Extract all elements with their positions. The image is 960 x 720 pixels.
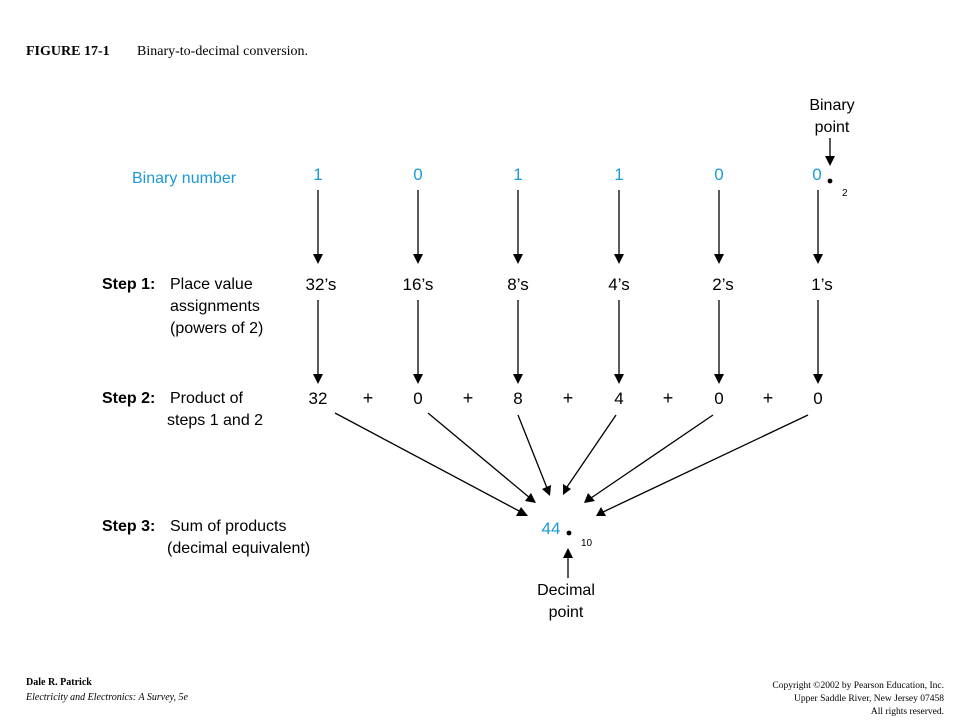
place-value-4: 4’s [608, 275, 629, 294]
binary-point-arrow [825, 138, 835, 166]
plus-sign-4: + [663, 388, 674, 408]
place-value-1: 32’s [306, 275, 337, 294]
footer-copyright-line2: Upper Saddle River, New Jersey 07458 [793, 694, 944, 704]
product-3: 8 [513, 389, 522, 408]
figure-number: FIGURE 17-1 [26, 44, 110, 59]
binary-point-label-line2: point [815, 119, 850, 136]
step3-desc-line1: Sum of products [170, 518, 287, 535]
step1-desc-line3: (powers of 2) [170, 320, 263, 337]
step1-label: Step 1: [102, 276, 155, 293]
step1-desc-line1: Place value [170, 276, 253, 293]
binary-digit-1: 1 [313, 165, 322, 184]
binary-digit-6: 0 [812, 165, 821, 184]
product-5: 0 [714, 389, 723, 408]
plus-sign-1: + [363, 388, 374, 408]
plus-sign-2: + [463, 388, 474, 408]
decimal-point-dot [566, 530, 572, 536]
binary-base-subscript: 2 [842, 188, 848, 199]
step1-desc-line2: assignments [170, 298, 260, 315]
binary-point-label-line1: Binary [809, 97, 854, 114]
place-value-6: 1’s [811, 275, 832, 294]
binary-digit-4: 1 [614, 165, 623, 184]
place-value-3: 8’s [507, 275, 528, 294]
product-6: 0 [813, 389, 822, 408]
binary-digit-3: 1 [513, 165, 522, 184]
plus-sign-5: + [763, 388, 774, 408]
decimal-point-label-line2: point [549, 604, 584, 621]
product-4: 4 [614, 389, 623, 408]
arrows-place-values-to-products [313, 300, 823, 384]
footer-copyright-line1: Copyright ©2002 by Pearson Education, In… [772, 681, 944, 691]
product-1: 32 [309, 389, 328, 408]
arrows-products-to-sum [334, 412, 809, 516]
step2-desc-line2: steps 1 and 2 [167, 412, 263, 429]
figure-caption: Binary-to-decimal conversion. [137, 44, 309, 59]
footer-copyright-line3: All rights reserved. [870, 707, 944, 717]
binary-digit-2: 0 [413, 165, 422, 184]
decimal-point-label-line1: Decimal [537, 582, 595, 599]
footer-book-title: Electricity and Electronics: A Survey, 5… [26, 692, 188, 703]
binary-point-dot [827, 178, 833, 184]
decimal-point-arrow [563, 548, 573, 578]
step3-desc-line2: (decimal equivalent) [167, 540, 310, 557]
place-value-2: 16’s [403, 275, 434, 294]
step2-desc-line1: Product of [170, 390, 243, 407]
decimal-base-subscript: 10 [581, 538, 593, 549]
decimal-result: 44 [542, 519, 561, 538]
footer-author: Dale R. Patrick [26, 677, 92, 688]
plus-sign-3: + [563, 388, 574, 408]
step2-label: Step 2: [102, 390, 155, 407]
step3-label: Step 3: [102, 518, 155, 535]
product-2: 0 [413, 389, 422, 408]
arrows-binary-to-place-values [313, 190, 823, 264]
place-value-5: 2’s [712, 275, 733, 294]
binary-digit-5: 0 [714, 165, 723, 184]
binary-number-label: Binary number [132, 170, 237, 187]
